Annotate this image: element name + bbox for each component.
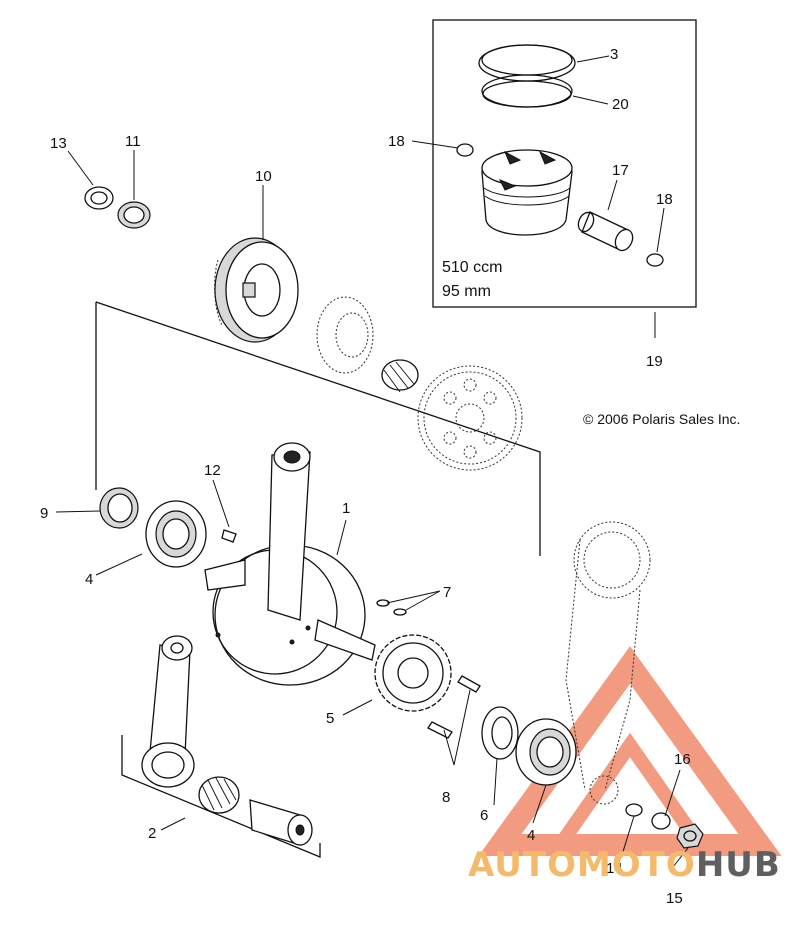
crankshaft (204, 442, 376, 686)
bolts (427, 675, 481, 739)
callout-14: 14 (606, 860, 623, 877)
copyright-text: © 2006 Polaris Sales Inc. (583, 411, 740, 427)
displacement-text: 510 ccm (442, 259, 502, 276)
callout-5: 5 (326, 710, 334, 727)
drive-gear (374, 634, 452, 712)
snap-ring (625, 803, 643, 817)
callout-9: 9 (40, 505, 48, 522)
main-bearing-left (145, 500, 207, 568)
starter-clutch (316, 296, 374, 374)
callout-8: 8 (442, 789, 450, 806)
connecting-rod (141, 635, 195, 788)
piston (481, 149, 573, 236)
bore-text: 95 mm (442, 283, 491, 300)
callout-18-left: 18 (388, 133, 405, 150)
callout-7: 7 (443, 584, 451, 601)
conrod-kit-frame (121, 735, 321, 858)
callout-4-left: 4 (85, 571, 93, 588)
callout-2: 2 (148, 825, 156, 842)
needle-bearing-conrod (198, 776, 240, 814)
callout-10: 10 (255, 168, 272, 185)
piston-rings (478, 44, 576, 108)
watermark-text: AUTOMOTOHUB (468, 845, 781, 885)
nut-15 (676, 823, 704, 849)
bearing-11 (117, 201, 151, 229)
seal-13 (84, 186, 114, 210)
wrist-pin (577, 211, 634, 252)
piston-kit-box (432, 19, 697, 308)
washer-16 (651, 812, 671, 830)
starter-gear (417, 365, 523, 471)
watermark-text-part2: HUB (696, 845, 781, 885)
woodruff-keys-7 (376, 599, 407, 616)
callout-18-right: 18 (656, 191, 673, 208)
circlip-right (646, 253, 664, 267)
callout-17: 17 (612, 162, 629, 179)
thrust-washer (481, 706, 519, 760)
callout-15: 15 (666, 890, 683, 907)
callout-1: 1 (342, 500, 350, 517)
cam-chain-sprocket (565, 521, 651, 805)
callout-4-right: 4 (527, 827, 535, 844)
seal-9 (99, 487, 139, 529)
woodruff-key (221, 529, 237, 543)
flywheel (214, 237, 299, 343)
crank-pin (249, 799, 313, 846)
callout-16: 16 (674, 751, 691, 768)
callout-12: 12 (204, 462, 221, 479)
leader-lines (55, 55, 689, 868)
callout-19: 19 (646, 353, 663, 370)
callout-3: 3 (610, 46, 618, 63)
callout-11: 11 (125, 133, 141, 150)
callouts: 3 20 18 17 18 19 13 11 10 12 9 1 4 7 5 8… (40, 46, 691, 907)
callout-13: 13 (50, 135, 67, 152)
callout-6: 6 (480, 807, 488, 824)
main-bearing-right (515, 718, 577, 786)
needle-bearing-starter (381, 359, 419, 393)
callout-20: 20 (612, 96, 629, 113)
starter-frame (95, 301, 541, 556)
circlip-left (456, 143, 474, 157)
watermark-text-part1: AUTOMOTO (468, 845, 696, 885)
